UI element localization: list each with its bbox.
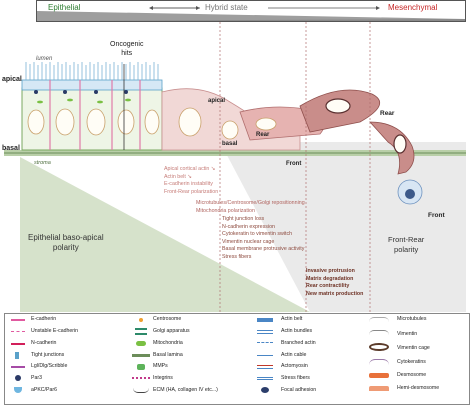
focal-adhesion-icon <box>261 387 269 393</box>
event-text: E-cadherin instability <box>164 181 213 188</box>
microtubules-swatch <box>369 317 389 322</box>
tight-junction-icon <box>15 352 19 359</box>
legend-label: Mitochondria <box>153 340 183 346</box>
event-text: Matrix degradation <box>306 275 354 282</box>
legend-label: Vimentin <box>397 331 418 337</box>
legend-label: ECM (HA, collagen IV etc...) <box>153 387 218 393</box>
integrins-swatch <box>132 377 150 381</box>
stage-arrows <box>149 6 380 10</box>
stage-gradient-bar <box>36 0 466 22</box>
unstable-e-cadherin-swatch <box>11 331 25 334</box>
mmp-icon <box>137 364 145 370</box>
event-text: Actin belt ↘ <box>164 173 192 180</box>
event-text: Vimentin nuclear cage <box>222 238 275 245</box>
stage-epithelial: Epithelial <box>48 3 81 12</box>
event-text: Stress fibers <box>222 253 252 260</box>
actin-bundles-swatch <box>257 330 273 334</box>
legend-label: Actin cable <box>281 352 307 358</box>
event-text: Microtubules/Centrosome/Golgi reposition… <box>196 200 305 206</box>
label-rear-right: Rear <box>380 110 395 117</box>
legend-label: Actin bundles <box>281 328 313 334</box>
ecm-icon <box>133 388 149 393</box>
stage-hybrid: Hybrid state <box>205 3 248 12</box>
events-list: Apical cortical actin ↘ Actin belt ↘ E-c… <box>164 166 218 196</box>
events-list: Tight junction loss N-cadherin expressio… <box>222 216 304 262</box>
event-text: N-cadherin expression <box>222 223 275 230</box>
cytokeratins-swatch <box>369 359 389 365</box>
label-basal-left: basal <box>2 145 20 152</box>
epithelial-cells <box>21 62 163 151</box>
label-oncogenic-hits: Oncogenic hits <box>110 41 144 57</box>
label-apical-left: apical <box>2 76 22 83</box>
label-front-mid: Front <box>286 161 302 167</box>
label-rear-mid: Rear <box>256 132 270 138</box>
legend-label: Desmosome <box>397 372 427 378</box>
n-cadherin-swatch <box>11 343 25 345</box>
legend-label: E-cadherin <box>31 316 57 322</box>
event-text: Basal membrane protrusive activity <box>222 246 305 253</box>
label-front-right: Front <box>428 212 445 219</box>
event-text: New matrix production <box>306 290 364 297</box>
vimentin-cage-swatch <box>369 343 389 351</box>
events-list: Microtubules/Centrosome/Golgi reposition… <box>196 200 305 215</box>
event-text: Mitochondria polarization <box>196 207 255 214</box>
legend-label: Branched actin <box>281 340 316 346</box>
legend-label: Unstable E-cadherin <box>31 328 79 334</box>
basal-lamina-swatch <box>132 354 150 357</box>
mesenchymal-cell <box>299 89 423 205</box>
event-text: Tight junction loss <box>222 216 265 222</box>
legend-label: N-cadherin <box>31 340 57 346</box>
events-list: Invasive protrusion Matrix degradation R… <box>306 268 363 298</box>
legend-label: Microtubules <box>397 316 427 322</box>
legend-label: Actomyosin <box>281 363 308 369</box>
par3-icon <box>15 375 21 381</box>
actin-belt-swatch <box>257 318 273 322</box>
hybrid-cell <box>161 88 326 151</box>
actin-cable-swatch <box>257 355 273 356</box>
legend-label: Integrins <box>153 375 173 381</box>
legend-label: MMPs <box>153 363 168 369</box>
label-basal-mid: basal <box>222 141 238 147</box>
legend-label: Stress fibers <box>281 375 310 381</box>
legend-label: Cytokeratins <box>397 359 426 365</box>
lgl-swatch <box>11 366 25 368</box>
legend-label: Actin belt <box>281 316 303 322</box>
label-epithelial-polarity: Epithelial baso-apical polarity <box>28 233 104 252</box>
legend-label: aPKC/Par6 <box>31 387 57 393</box>
stress-fibers-swatch <box>257 377 273 380</box>
legend-label: Vimentin cage <box>397 345 430 351</box>
legend-label: Basal lamina <box>153 352 183 358</box>
legend-label: Hemi-desmosome <box>397 385 440 391</box>
hemi-desmosome-swatch <box>369 386 389 391</box>
emt-diagram <box>4 22 466 312</box>
legend-label: Focal adhesion <box>281 387 317 393</box>
mitochondria-icon <box>136 341 146 346</box>
e-cadherin-swatch <box>11 319 25 321</box>
legend-label: Par3 <box>31 375 42 381</box>
event-text: Invasive protrusion <box>306 268 355 274</box>
legend-label: Golgi apparatus <box>153 328 190 334</box>
event-text: Front-Rear polarization <box>164 188 219 195</box>
vimentin-swatch <box>369 330 389 335</box>
legend-label: Centrosome <box>153 316 182 322</box>
branched-actin-swatch <box>257 342 273 347</box>
legend: E-cadherin Unstable E-cadherin N-cadheri… <box>4 313 470 405</box>
epithelial-polarity-field <box>20 157 310 312</box>
apkc-par6-icon <box>14 387 22 393</box>
event-text: Rear contractility <box>306 283 350 290</box>
actomyosin-swatch <box>257 365 273 369</box>
event-text: Apical cortical actin ↘ <box>164 166 216 172</box>
golgi-icon <box>135 328 147 335</box>
label-lumen: lumen <box>36 56 53 62</box>
stage-gradient-wedge <box>37 11 465 21</box>
desmosome-swatch <box>369 373 389 378</box>
legend-label: Lgl/Dlg/Scribble <box>31 363 68 369</box>
label-front-rear-polarity: Front-Rear polarity <box>388 235 425 254</box>
event-text: Cytokeratin to vimentin switch <box>222 231 293 238</box>
label-stroma: stroma <box>34 160 51 166</box>
label-apical-mid: apical <box>208 98 226 104</box>
legend-label: Tight junctions <box>31 352 65 358</box>
stage-mesenchymal: Mesenchymal <box>388 3 438 12</box>
centrosome-icon <box>139 318 143 322</box>
